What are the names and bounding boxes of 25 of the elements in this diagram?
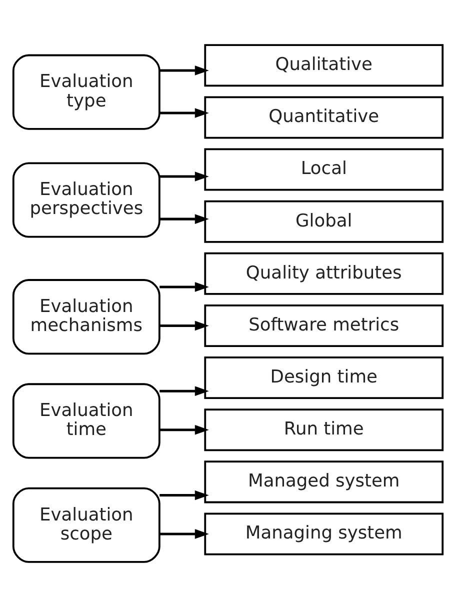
node-box: Evaluation mechanisms xyxy=(12,279,160,355)
node-box: Design time xyxy=(204,356,444,400)
node-box: Quantitative xyxy=(204,96,444,139)
arrow xyxy=(160,424,209,435)
node-box: Evaluation scope xyxy=(12,487,160,563)
node-box: Local xyxy=(204,148,444,191)
node-box: Evaluation type xyxy=(12,54,160,130)
node-box: Managed system xyxy=(204,460,444,504)
arrow xyxy=(160,320,209,331)
arrow xyxy=(160,214,209,224)
node-box: Global xyxy=(204,200,444,243)
arrow xyxy=(160,108,209,118)
arrow xyxy=(160,172,209,182)
arrow xyxy=(160,66,209,76)
node-box: Run time xyxy=(204,408,444,452)
node-box: Qualitative xyxy=(204,44,444,87)
node-box: Software metrics xyxy=(204,304,444,347)
node-box: Quality attributes xyxy=(204,252,444,295)
node-box: Evaluation time xyxy=(12,383,160,459)
node-box: Managing system xyxy=(204,512,444,556)
node-box: Evaluation perspectives xyxy=(12,162,160,238)
arrow xyxy=(160,490,209,500)
arrow xyxy=(160,529,209,539)
arrow xyxy=(160,282,209,292)
arrow xyxy=(160,386,209,396)
